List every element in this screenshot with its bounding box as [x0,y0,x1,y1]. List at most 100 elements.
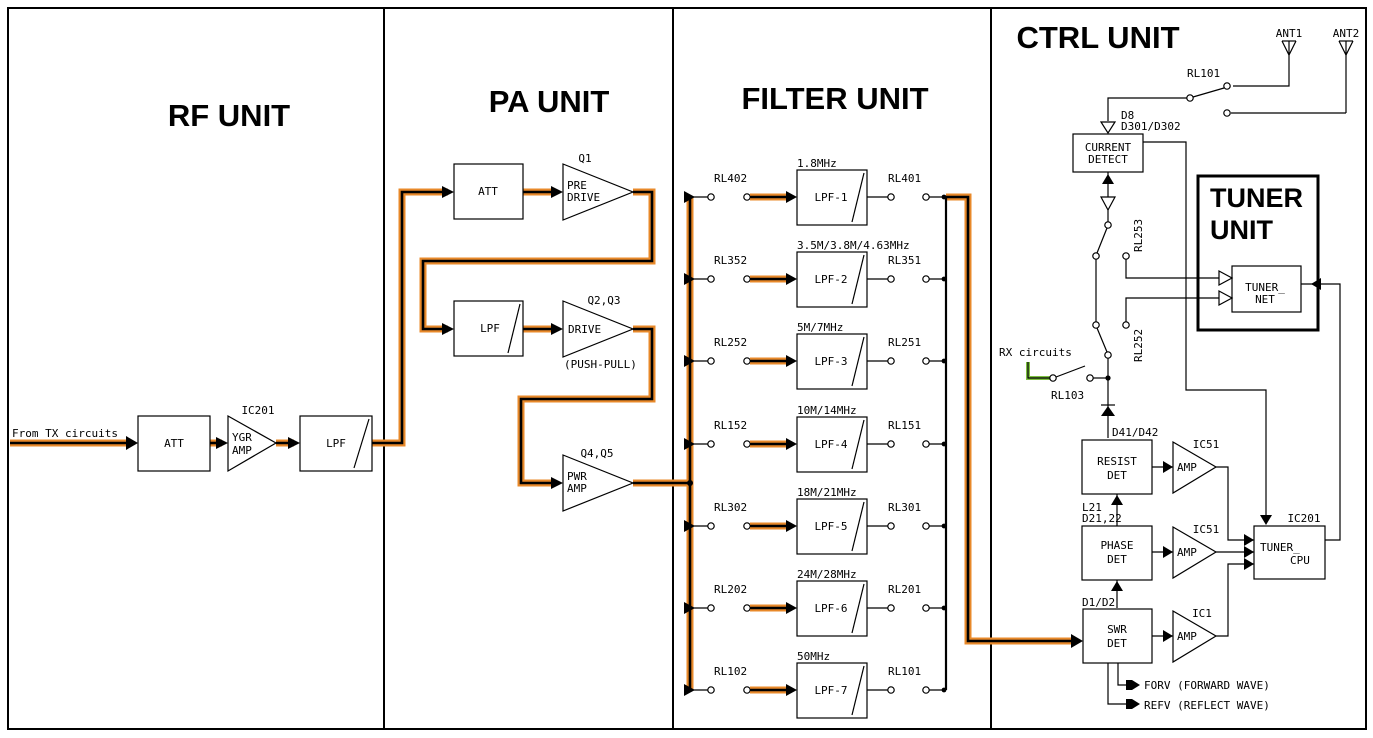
pa-unit-title: PA UNIT [489,84,610,119]
cpu-label-2: CPU [1290,554,1310,567]
ic201-ref: IC201 [241,404,274,417]
rl253-relay [1092,221,1219,322]
input-relay-label: RL402 [714,172,747,185]
lpf-block [796,333,868,390]
amp-b-label: AMP [1177,546,1197,559]
relay-contact [707,440,715,448]
bus-tap-arrow [684,438,695,450]
filter-in-arrow [786,602,797,614]
rl103-label: RL103 [1051,389,1084,402]
tuner-cpu-block [1253,525,1326,580]
rx-circuits-label: RX circuits [999,346,1072,359]
output-relay-label: RL251 [888,336,921,349]
relay-contact [743,686,751,694]
relay-contact [707,686,715,694]
resist-det-block [1081,439,1153,495]
relay-contact [887,440,895,448]
d8-diode [1099,121,1117,135]
relay-contact [922,193,930,201]
lpf-frequency: 50MHz [797,650,830,663]
ctrl-unit-title: CTRL UNIT [1016,20,1179,55]
pa-att-label: ATT [478,185,498,198]
outer-frame [7,7,1367,730]
resist-label-2: DET [1107,469,1127,482]
relay-contact [922,522,930,530]
relay-contact [887,604,895,612]
swr-det-block [1082,608,1153,664]
d41-diode [1101,406,1115,416]
lpf-frequency: 5M/7MHz [797,321,843,334]
filter-in-arrow [786,355,797,367]
filter-in-arrow [786,520,797,532]
output-relay-label: RL151 [888,419,921,432]
lpf-name: LPF-6 [814,602,847,615]
antenna-2 [1231,40,1354,114]
current-to-cpu-wire [1143,141,1267,523]
tuner-net-block [1231,265,1302,313]
refv-label: REFV (REFLECT WAVE) [1144,699,1270,712]
ant2-label: ANT2 [1333,27,1360,40]
relay-contact [707,275,715,283]
amp-b-triangle [1172,525,1218,580]
lpf-name: LPF-1 [814,191,847,204]
input-relay-label: RL152 [714,419,747,432]
relay-contact [707,193,715,201]
rf-lpf-label: LPF [326,437,346,450]
tuner-unit-title-2: UNIT [1210,215,1273,245]
pre-drive-label-1: PRE [567,179,587,192]
forv-label: FORV (FORWARD WAVE) [1144,679,1270,692]
pa-att-block [453,163,524,220]
ygr-amp-triangle [227,414,278,473]
rx-path-green [1026,362,1050,380]
current-label-2: DETECT [1088,153,1128,166]
amp-a-label: AMP [1177,461,1197,474]
tx-input-label: From TX circuits [12,427,118,440]
ygr-amp-label-1: YGR [232,431,252,444]
output-relay-label: RL301 [888,501,921,514]
resist-label-1: RESIST [1097,455,1137,468]
current-detect-block [1072,133,1144,173]
pwr-amp-label-1: PWR [567,470,587,483]
filter-in-arrow [786,191,797,203]
tuner-unit-title-1: TUNER [1210,183,1303,213]
rf-att-label: ATT [164,437,184,450]
antenna-1 [1233,40,1297,87]
rf-lpf-block [299,415,373,472]
ic51b-ref: IC51 [1193,523,1220,536]
d8-label: D8 [1121,109,1134,122]
bus-tap-arrow [684,520,695,532]
output-relay-label: RL351 [888,254,921,267]
relay-contact [707,604,715,612]
q1-ref: Q1 [578,152,591,165]
lpf-name: LPF-3 [814,355,847,368]
relay-contact [743,440,751,448]
drive-triangle [562,300,635,358]
ygr-amp-label-2: AMP [232,444,252,457]
d1-label: D1/D2 [1082,596,1115,609]
current-label-1: CURRENT [1085,141,1132,154]
relay-contact [922,604,930,612]
pwr-amp-triangle [562,454,635,512]
pa-lpf-block [453,300,524,357]
cpu-label-1: TUNER_ [1260,541,1300,554]
current-diode [1099,196,1117,212]
l21-label: L21 [1082,501,1102,514]
ic51a-ref: IC51 [1193,438,1220,451]
lpf-frequency: 3.5M/3.8M/4.63MHz [797,239,910,252]
lpf-frequency: 24M/28MHz [797,568,857,581]
relay-contact [743,357,751,365]
push-pull-note: (PUSH-PULL) [564,358,637,371]
d21-label: D21,22 [1082,512,1122,525]
relay-contact [707,357,715,365]
input-relay-label: RL252 [714,336,747,349]
tuner-net-label-1: TUNER_ [1245,281,1285,294]
q2-q3-ref: Q2,Q3 [587,294,620,307]
rl252-relay [1092,297,1219,378]
rl253-label: RL253 [1132,219,1145,252]
rf-unit-title: RF UNIT [168,98,290,133]
lpf-block [796,169,868,226]
forv-arrow [1126,680,1140,690]
